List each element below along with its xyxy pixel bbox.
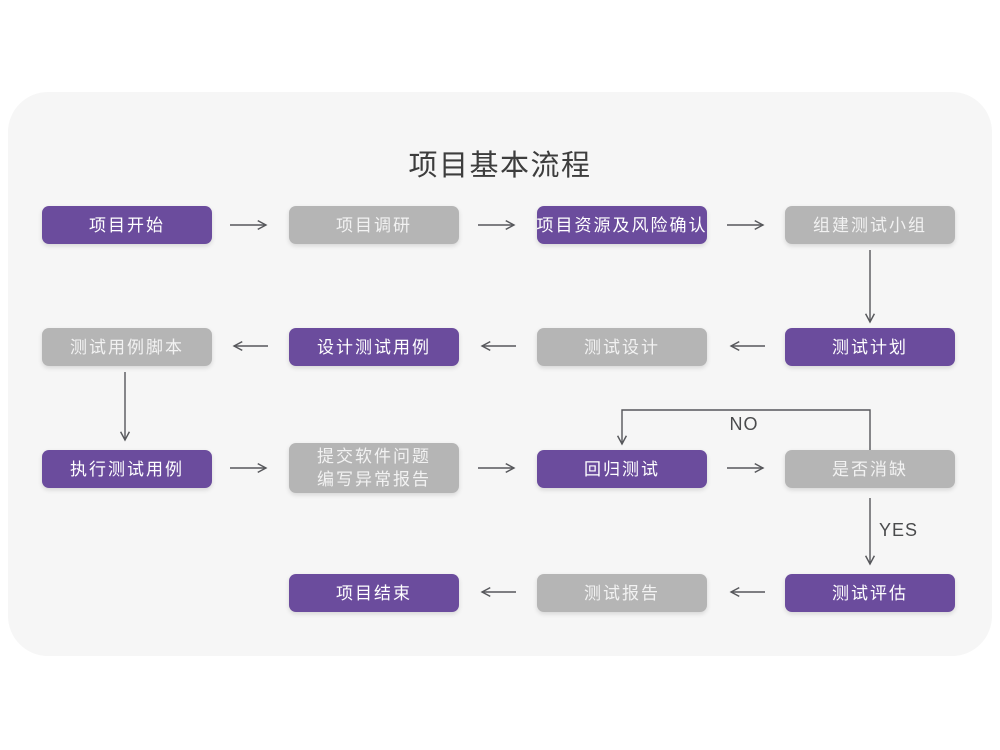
flow-node-test-plan: 测试计划 [785,328,955,366]
flow-node-submit-issues: 提交软件问题 编写异常报告 [289,443,459,493]
flow-node-build-test-team: 组建测试小组 [785,206,955,244]
flow-node-resources-risk: 项目资源及风险确认 [537,206,707,244]
flow-node-test-case-script: 测试用例脚本 [42,328,212,366]
flow-node-project-start: 项目开始 [42,206,212,244]
edge-label-no: NO [729,414,759,434]
page-title: 项目基本流程 [408,150,592,182]
flowchart-card [8,92,992,656]
edge-label-yes: YES [879,520,919,540]
flow-node-submit-issues-line2: 编写异常报告 [317,470,431,489]
flow-node-test-report: 测试报告 [537,574,707,612]
flow-node-design-test-cases: 设计测试用例 [289,328,459,366]
flow-node-regression-test: 回归测试 [537,450,707,488]
flow-node-project-research: 项目调研 [289,206,459,244]
flow-node-test-evaluation: 测试评估 [785,574,955,612]
flow-node-execute-test-cases: 执行测试用例 [42,450,212,488]
flow-node-test-design: 测试设计 [537,328,707,366]
flow-node-submit-issues-line1: 提交软件问题 [317,447,431,466]
flow-node-defect-cleared: 是否消缺 [785,450,955,488]
flow-node-project-end: 项目结束 [289,574,459,612]
